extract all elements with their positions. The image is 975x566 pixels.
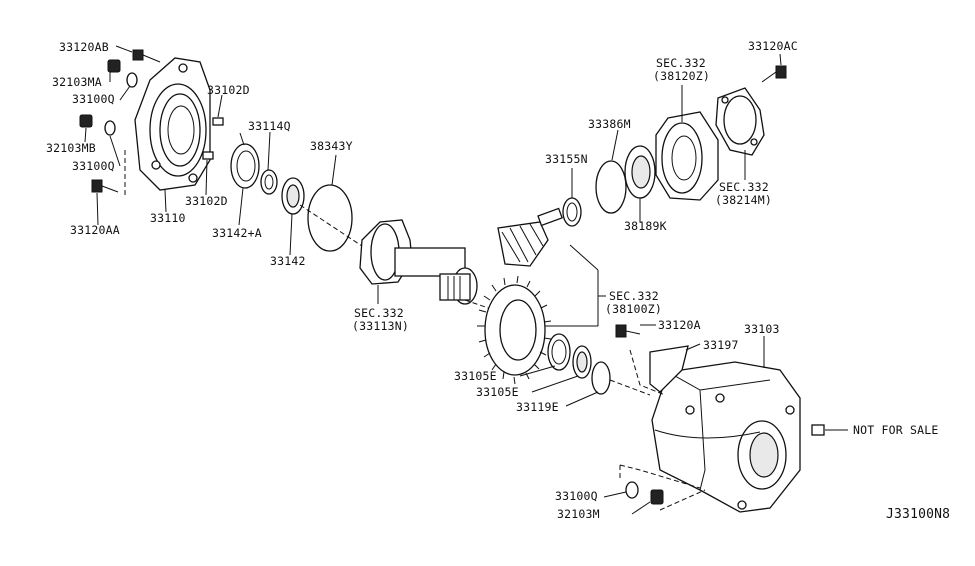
label-33119E: 33119E: [516, 400, 559, 414]
label-38120Z: (38120Z): [653, 69, 710, 83]
label-sec332-c: SEC.332: [719, 180, 769, 194]
plug-not-for-sale[interactable]: [811, 424, 825, 436]
drive-pinion[interactable]: [497, 207, 563, 267]
transfer-case-33103[interactable]: [651, 361, 801, 513]
leader-line: [565, 391, 599, 407]
label-33100Q-c: 33100Q: [555, 489, 598, 503]
label-not-for-sale: NOT FOR SALE: [853, 423, 938, 437]
label-33102D-a: 33102D: [207, 83, 250, 97]
washer-33100Q-b[interactable]: [104, 120, 116, 136]
leader-line: [96, 192, 99, 226]
leader-line: [289, 213, 293, 256]
dowel-pin-33102D-b[interactable]: [202, 151, 214, 160]
leader-line: [603, 491, 627, 498]
leader-line: [164, 189, 167, 213]
o-ring-38343Y[interactable]: [307, 184, 353, 252]
leader-line: [779, 53, 782, 66]
leader-line: [267, 131, 271, 171]
leader-line: [217, 94, 223, 118]
bolt-33120A[interactable]: [615, 324, 641, 338]
washer-33100Q-a[interactable]: [126, 72, 138, 88]
label-38189K: 38189K: [624, 219, 667, 233]
filler-plug-32103MB[interactable]: [79, 114, 93, 128]
bolt-33120AC[interactable]: [761, 65, 787, 83]
cover-38214M[interactable]: [715, 87, 765, 156]
label-sec332-d: SEC.332: [609, 289, 659, 303]
leader-line: [119, 85, 131, 101]
bolt-33120AA[interactable]: [91, 179, 119, 193]
bearing-33114Q[interactable]: [260, 169, 278, 195]
washer-33100Q-c[interactable]: [625, 481, 639, 499]
o-ring-33119E[interactable]: [591, 361, 611, 395]
diagram-id: J33100N8: [886, 507, 950, 522]
label-sec332-b: SEC.332: [656, 56, 706, 70]
bolt-33120AB[interactable]: [132, 49, 161, 63]
leader-line: [239, 132, 245, 146]
adapter-housing-33110[interactable]: [134, 57, 211, 191]
bearing-housing-38120Z[interactable]: [655, 111, 719, 201]
label-33120AC: 33120AC: [748, 39, 798, 53]
leader-line: [205, 159, 208, 196]
dashed-axis: [299, 204, 366, 249]
label-33142A: 33142+A: [212, 226, 262, 240]
label-33386M: 33386M: [588, 117, 631, 131]
label-33102D-b: 33102D: [185, 194, 228, 208]
dashed-line: [659, 489, 706, 511]
label-38343Y: 38343Y: [310, 139, 353, 153]
leader-line: [531, 375, 579, 393]
label-33100Q-b: 33100Q: [72, 159, 115, 173]
leader-line: [519, 365, 556, 377]
washer-33155N[interactable]: [562, 197, 582, 227]
label-33197: 33197: [703, 338, 739, 352]
dashed-line: [629, 349, 666, 396]
dowel-pin-33102D-a[interactable]: [212, 117, 224, 126]
label-33120A: 33120A: [658, 318, 701, 332]
label-33155N: 33155N: [545, 152, 588, 166]
label-33113N: (33113N): [352, 319, 409, 333]
label-33110: 33110: [150, 211, 186, 225]
label-33103: 33103: [744, 322, 780, 336]
leader-line: [631, 501, 651, 515]
leader-line: [238, 187, 244, 226]
dashed-line: [619, 464, 701, 489]
leader-line: [84, 127, 87, 143]
seal-ring-33142[interactable]: [281, 177, 305, 215]
label-33105E-a: 33105E: [454, 369, 497, 383]
plug-32103M[interactable]: [650, 489, 664, 505]
label-33120AB: 33120AB: [59, 40, 109, 54]
dashed-axis: [464, 299, 501, 313]
label-32103M: 32103M: [557, 507, 600, 521]
label-38100Z: (38100Z): [605, 302, 662, 316]
output-shaft-assembly[interactable]: [359, 219, 478, 305]
label-sec332-a: SEC.332: [354, 306, 404, 320]
label-32103MA: 32103MA: [52, 75, 102, 89]
label-38214M: (38214M): [715, 193, 772, 207]
leader-line: [109, 135, 121, 167]
label-33142: 33142: [270, 254, 306, 268]
label-33120AA: 33120AA: [70, 223, 120, 237]
label-33114Q: 33114Q: [248, 119, 291, 133]
dashed-axis: [609, 379, 651, 396]
label-33105E-b: 33105E: [476, 385, 519, 399]
snap-ring-33105E-b[interactable]: [572, 345, 592, 379]
bracket-33197[interactable]: [649, 345, 689, 393]
bearing-38189K[interactable]: [624, 145, 656, 199]
snap-ring-33105E-a[interactable]: [547, 333, 571, 371]
leader-line: [331, 154, 337, 186]
leader-line: [115, 45, 133, 53]
leader-line: [611, 129, 619, 161]
leader-line: [569, 244, 599, 271]
oil-seal-33142A[interactable]: [230, 143, 260, 189]
leader-line: [685, 343, 701, 351]
drain-plug-32103MA[interactable]: [107, 59, 121, 73]
label-33100Q-a: 33100Q: [72, 92, 115, 106]
label-32103MB: 32103MB: [46, 141, 96, 155]
o-ring-33386M[interactable]: [595, 160, 627, 214]
ring-gear[interactable]: [477, 275, 552, 385]
